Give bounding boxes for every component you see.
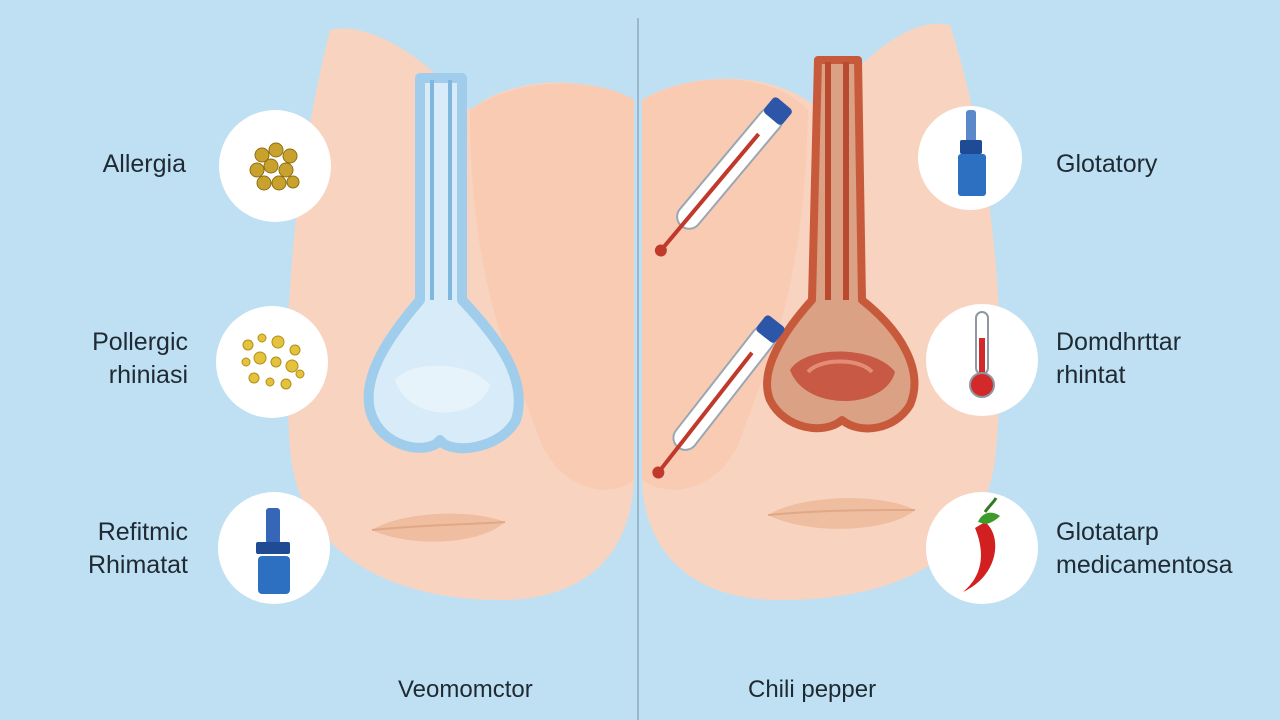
label-pollergic-rhiniasi: Pollergic rhiniasi <box>92 326 188 392</box>
label-line: Glotatarp <box>1056 518 1159 546</box>
pollen-cluster-icon <box>219 110 331 222</box>
label-line: Rhimatat <box>87 551 188 579</box>
label-line: rhintat <box>1056 361 1126 389</box>
right-lips <box>768 498 915 529</box>
left-nose-clear <box>363 73 524 454</box>
label-glotatory: Glotatory <box>1056 148 1157 181</box>
label-line: Glotatory <box>1056 150 1158 178</box>
label-line: Pollergic <box>92 328 188 356</box>
left-caption: Veomomctor <box>398 676 533 703</box>
chili-pepper-icon <box>926 492 1038 604</box>
nasal-spray-bottle-icon <box>918 106 1022 210</box>
thermometer-decoration-upper <box>654 97 792 257</box>
thermometer-decoration-lower <box>652 315 785 479</box>
label-domdhrttar-rhintat: Domdhrttar rhintat <box>1056 326 1181 392</box>
label-line: rhiniasi <box>108 361 188 389</box>
label-line: Allergia <box>102 150 186 178</box>
label-glotatarp-medicamentosa: Glotatarp medicamentosa <box>1056 516 1232 582</box>
label-allergia: Allergia <box>103 148 186 181</box>
right-nose-inflamed <box>763 56 919 433</box>
nasal-spray-icon <box>218 492 330 604</box>
thermometer-icon <box>926 304 1038 416</box>
label-line: Domdhrttar <box>1056 328 1182 356</box>
pollen-scatter-icon <box>216 306 328 418</box>
label-line: medicamentosa <box>1056 551 1233 579</box>
left-lips <box>372 513 505 542</box>
right-caption: Chili pepper <box>748 676 877 703</box>
label-line: Refitmic <box>97 518 188 546</box>
label-refitmic-rhimatat: Refitmic Rhimatat <box>88 516 188 582</box>
